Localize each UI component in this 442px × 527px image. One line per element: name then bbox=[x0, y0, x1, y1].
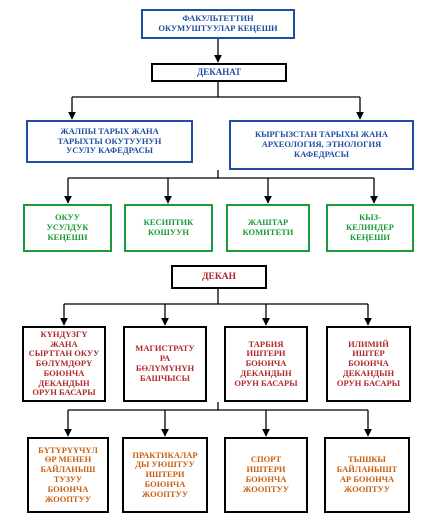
department-line: АРХЕОЛОГИЯ, ЭТНОЛОГИЯ bbox=[261, 139, 382, 150]
coordinator-line: ЖООПТУУ bbox=[343, 483, 391, 494]
deputy-line: ОРУН БАСАРЫ bbox=[336, 377, 401, 388]
deputy-education-box: ТАРБИЯ ИШТЕРИ БОЮНЧА ДЕКАНДЫН ОРУН БАСАР… bbox=[224, 326, 308, 402]
deputy-line: ЖАНА bbox=[50, 338, 78, 349]
department-line: ТАРЫХТЫ ОКУТУУНУН bbox=[57, 135, 162, 146]
council-women-box: КЫЗ- КЕЛИНДЕР КЕҢЕШИ bbox=[326, 204, 414, 252]
coordinator-practice-box: ПРАКТИКАЛАР ДЫ УЮШТУУ ИШТЕРИ БОЮНЧА ЖООП… bbox=[122, 437, 208, 513]
coordinator-sport-box: СПОРТ ИШТЕРИ БОЮНЧА ЖООПТУУ bbox=[224, 437, 308, 513]
department-line: ЖАЛПЫ ТАРЫХ ЖАНА bbox=[60, 125, 159, 136]
dekan-label: ДЕКАН bbox=[201, 271, 236, 282]
deputy-line: ДЕКАНДЫН bbox=[342, 367, 395, 378]
coordinator-line: ЖООПТУУ bbox=[141, 488, 189, 499]
department-line: КЫРГЫЗСТАН ТАРЫХЫ ЖАНА bbox=[254, 129, 389, 140]
deputy-line: ДЕКАНДЫН bbox=[38, 377, 90, 388]
deputy-line: РА bbox=[159, 353, 171, 364]
dekan-box: ДЕКАН bbox=[171, 265, 267, 289]
deputy-line: БОЮНЧА bbox=[43, 367, 85, 378]
coordinator-line: ЖООПТУУ bbox=[44, 493, 92, 504]
coordinator-line: БОЮНЧА bbox=[144, 478, 186, 489]
deputy-line: КҮНДҮЗГҮ bbox=[40, 328, 88, 339]
coordinator-line: ӨР МЕНЕН bbox=[44, 454, 92, 465]
coordinator-line: СПОРТ bbox=[250, 454, 282, 465]
council-line: ЖАШТАР bbox=[247, 217, 289, 228]
council-trade-union-box: КЕСИПТИК КОШУУН bbox=[124, 204, 213, 252]
coordinator-line: ЖООПТУУ bbox=[242, 483, 290, 494]
faculty-line: ФАКУЛЬТЕТТИН bbox=[182, 13, 254, 24]
deputy-line: БОЮНЧА bbox=[348, 358, 389, 369]
coordinator-line: ТЫШКЫ bbox=[348, 454, 386, 465]
council-methodical-box: ОКУУ УСУЛДУК КЕҢЕШИ bbox=[23, 204, 112, 252]
council-line: КОМИТЕТИ bbox=[242, 227, 294, 237]
coordinator-external-relations-box: ТЫШКЫ БАЙЛАНЫШТ АР БОЮНЧА ЖООПТУУ bbox=[324, 437, 410, 513]
coordinator-line: ИШТЕРИ bbox=[145, 469, 185, 480]
coordinator-line: ТУЗУУ bbox=[53, 474, 83, 484]
deputy-line: ОРУН БАСАРЫ bbox=[32, 387, 96, 398]
deputy-line: ИЛИМИЙ bbox=[348, 338, 389, 349]
coordinator-line: ИШТЕРИ bbox=[246, 464, 286, 475]
deputy-line: БӨЛҮМДӨРҮ bbox=[35, 358, 93, 369]
coordinator-line: БҮТҮРҮҮЧҮЛ bbox=[38, 444, 98, 455]
dekanat-label: ДЕКАНАТ bbox=[197, 67, 241, 78]
deputy-line: ДЕКАНДЫН bbox=[240, 367, 292, 378]
council-line: КЕҢЕШИ bbox=[349, 231, 391, 242]
deputy-magistracy-box: МАГИСТРАТУ РА БӨЛҮМҮНҮН БАШЧЫСЫ bbox=[123, 326, 207, 402]
coordinator-line: БОЮНЧА bbox=[245, 474, 287, 484]
department-line: КАФЕДРАСЫ bbox=[294, 148, 349, 159]
deputy-line: БӨЛҮМҮНҮН bbox=[135, 363, 195, 373]
department-line: УСУЛУ КАФЕДРАСЫ bbox=[66, 145, 153, 156]
council-line: УСУЛДУК bbox=[46, 222, 89, 233]
deputy-line: БАШЧЫСЫ bbox=[139, 372, 191, 383]
council-line: КОШУУН bbox=[147, 227, 189, 237]
department-kyrgyz-history-box: КЫРГЫЗСТАН ТАРЫХЫ ЖАНА АРХЕОЛОГИЯ, ЭТНОЛ… bbox=[229, 120, 414, 170]
department-general-history-box: ЖАЛПЫ ТАРЫХ ЖАНА ТАРЫХТЫ ОКУТУУНУН УСУЛУ… bbox=[26, 120, 193, 163]
coordinator-line: АР БОЮНЧА bbox=[339, 474, 395, 484]
deputy-science-box: ИЛИМИЙ ИШТЕР БОЮНЧА ДЕКАНДЫН ОРУН БАСАРЫ bbox=[326, 326, 411, 402]
deputy-studies-box: КҮНДҮЗГҮ ЖАНА СЫРТТАН ОКУУ БӨЛҮМДӨРҮ БОЮ… bbox=[22, 326, 106, 402]
deputy-line: ТАРБИЯ bbox=[248, 338, 284, 349]
deputy-line: ИШТЕР bbox=[352, 348, 385, 359]
faculty-line: ОКУМУШТУУЛАР КЕҢЕШИ bbox=[158, 23, 278, 33]
coordinator-line: БОЮНЧА bbox=[47, 483, 89, 494]
council-line: КЫЗ- bbox=[359, 212, 381, 223]
dekanat-box: ДЕКАНАТ bbox=[151, 63, 287, 82]
council-line: КЕЛИНДЕР bbox=[346, 222, 394, 233]
deputy-line: МАГИСТРАТУ bbox=[135, 343, 195, 354]
council-line: ОКУУ bbox=[54, 212, 81, 223]
deputy-line: ИШТЕРИ bbox=[246, 348, 286, 359]
deputy-line: БОЮНЧА bbox=[245, 358, 287, 369]
deputy-line: СЫРТТАН ОКУУ bbox=[28, 348, 100, 359]
faculty-council-box: ФАКУЛЬТЕТТИН ОКУМУШТУУЛАР КЕҢЕШИ bbox=[141, 9, 295, 39]
coordinator-line: БАЙЛАНЫШТ bbox=[336, 464, 398, 475]
coordinator-line: БАЙЛАНЫШ bbox=[40, 464, 96, 475]
council-line: КЕҢЕШИ bbox=[47, 231, 88, 242]
council-youth-committee-box: ЖАШТАР КОМИТЕТИ bbox=[226, 204, 310, 252]
coordinator-line: ДЫ УЮШТУУ bbox=[135, 459, 195, 470]
deputy-line: ОРУН БАСАРЫ bbox=[234, 377, 298, 388]
council-line: КЕСИПТИК bbox=[143, 217, 194, 228]
coordinator-graduates-box: БҮТҮРҮҮЧҮЛ ӨР МЕНЕН БАЙЛАНЫШ ТУЗУУ БОЮНЧ… bbox=[27, 437, 109, 513]
coordinator-line: ПРАКТИКАЛАР bbox=[132, 449, 198, 460]
